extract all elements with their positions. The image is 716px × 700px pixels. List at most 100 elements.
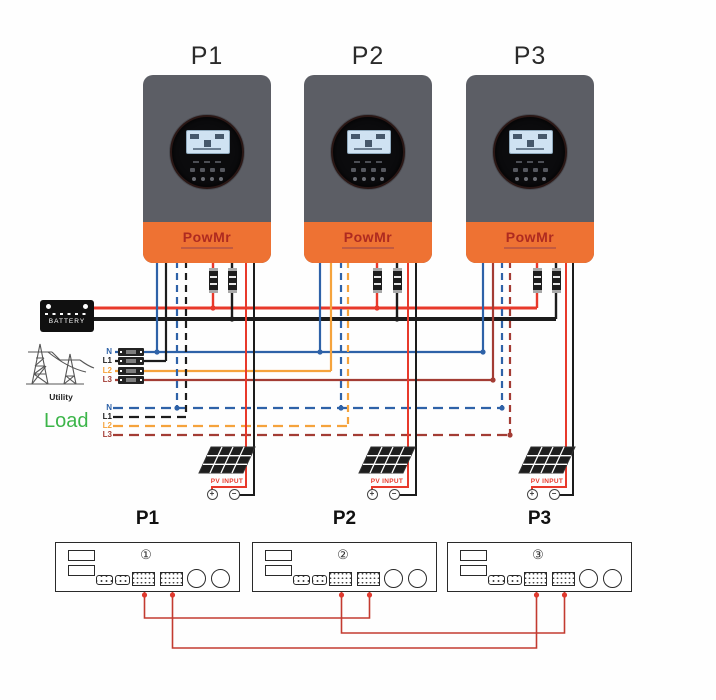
solar-panel-icon bbox=[198, 446, 256, 474]
brand-logo: PowMr bbox=[182, 229, 232, 245]
board-1-title: P1 bbox=[135, 508, 160, 529]
wire-junction-dot bbox=[338, 405, 344, 411]
pv-input-label: PV INPUT bbox=[530, 478, 564, 485]
small-connector bbox=[312, 575, 327, 585]
brand-band: PowMr bbox=[143, 222, 271, 263]
current-sharing-port bbox=[603, 569, 622, 588]
load-phase-n: N bbox=[106, 403, 112, 412]
battery-terminal-icon bbox=[46, 304, 51, 309]
current-sharing-port bbox=[408, 569, 427, 588]
comm-board-3: ③ bbox=[447, 542, 632, 592]
utility-phase-l1: L1 bbox=[102, 356, 112, 365]
small-connector bbox=[96, 575, 113, 585]
lcd-segment bbox=[351, 134, 360, 139]
pv-negative-terminal: − bbox=[228, 489, 240, 500]
display-panel bbox=[170, 115, 244, 189]
pv-input-label: PV INPUT bbox=[210, 478, 244, 485]
comm-p1-to-p3 bbox=[171, 592, 538, 649]
current-sharing-port bbox=[211, 569, 230, 588]
fuse-p1-negative bbox=[227, 268, 237, 293]
fuse-p3-negative bbox=[551, 268, 561, 293]
pylon-icon bbox=[26, 343, 95, 385]
dry-contact-slot bbox=[265, 550, 292, 561]
pv-positive-terminal: + bbox=[526, 489, 538, 500]
pv-positive-terminal: + bbox=[366, 489, 378, 500]
powmr-tagline-bar bbox=[181, 247, 233, 249]
load-phase-l3: L3 bbox=[102, 430, 112, 439]
wire-junction-dot bbox=[480, 349, 486, 355]
display-panel bbox=[493, 115, 567, 189]
breaker-l2 bbox=[118, 367, 144, 375]
board-number: ② bbox=[337, 547, 349, 562]
parallel-comm-port-1 bbox=[329, 572, 352, 586]
wire-junction-dot bbox=[490, 377, 496, 383]
indicator-row bbox=[333, 161, 403, 163]
dry-contact-slot bbox=[265, 565, 292, 576]
small-connector bbox=[115, 575, 130, 585]
comm-p2-to-p3 bbox=[340, 592, 566, 634]
parallel-comm-port-1 bbox=[524, 572, 547, 586]
lcd-segment bbox=[193, 148, 221, 150]
pv-negative-terminal: − bbox=[388, 489, 400, 500]
pv-input-1: PV INPUT + − bbox=[198, 446, 278, 506]
battery-label: BATTERY bbox=[48, 318, 86, 325]
load-phase-l2: L2 bbox=[102, 421, 112, 430]
inverter-unit-2: PowMr bbox=[304, 75, 432, 263]
inverter-2-title: P2 bbox=[351, 42, 385, 70]
load-phase-l1: L1 bbox=[102, 412, 112, 421]
brand-band: PowMr bbox=[304, 222, 432, 263]
battery-terminal-icon bbox=[83, 304, 88, 309]
comm-board-2: ② bbox=[252, 542, 437, 592]
dry-contact-slot bbox=[460, 550, 487, 561]
lcd-segment bbox=[376, 134, 385, 139]
button-labels bbox=[495, 177, 565, 181]
current-sharing-port bbox=[187, 569, 206, 588]
lcd-screen bbox=[186, 130, 230, 154]
pv-positive-terminal: + bbox=[206, 489, 218, 500]
wire-junction-dot bbox=[141, 592, 148, 598]
fuse-p1-positive bbox=[208, 268, 218, 293]
breaker-l3 bbox=[118, 376, 144, 384]
brand-logo: PowMr bbox=[505, 229, 555, 245]
fuse-p2-negative bbox=[392, 268, 402, 293]
powmr-tagline-bar bbox=[504, 247, 556, 249]
utility-phase-l2: L2 bbox=[102, 366, 112, 375]
wire-junction-dot bbox=[507, 432, 513, 438]
current-sharing-port bbox=[579, 569, 598, 588]
wire-junction-dot bbox=[338, 592, 345, 598]
wire-junction-dot bbox=[229, 316, 235, 322]
lcd-screen bbox=[347, 130, 391, 154]
solar-panel-icon bbox=[358, 446, 416, 474]
lcd-segment bbox=[365, 140, 372, 147]
wire-junction-dot bbox=[169, 592, 176, 598]
comm-p1-to-p2 bbox=[143, 592, 371, 619]
control-buttons bbox=[495, 168, 565, 172]
breaker-l1 bbox=[118, 357, 144, 365]
small-connector bbox=[293, 575, 310, 585]
breaker-n bbox=[118, 348, 144, 356]
lcd-segment bbox=[354, 148, 382, 150]
load-label: Load bbox=[44, 410, 89, 432]
wire-junction-dot bbox=[374, 305, 380, 311]
wire-junction-dot bbox=[366, 592, 373, 598]
button-labels bbox=[333, 177, 403, 181]
lcd-segment bbox=[190, 134, 199, 139]
wire-junction-dot bbox=[317, 349, 323, 355]
indicator-row bbox=[495, 161, 565, 163]
lcd-screen bbox=[509, 130, 553, 154]
wire-junction-dot bbox=[210, 305, 216, 311]
inverter-unit-3: PowMr bbox=[466, 75, 594, 263]
pv-input-3: PV INPUT + − bbox=[518, 446, 598, 506]
p1-pv-negative bbox=[239, 261, 255, 496]
inverter-3-title: P3 bbox=[513, 42, 547, 70]
wire-junction-dot bbox=[174, 405, 180, 411]
battery-cell-dashes bbox=[45, 313, 89, 315]
lcd-segment bbox=[215, 134, 224, 139]
button-labels bbox=[172, 177, 242, 181]
fuse-p2-positive bbox=[372, 268, 382, 293]
control-buttons bbox=[333, 168, 403, 172]
board-3-title: P3 bbox=[527, 508, 552, 529]
wire-junction-dot bbox=[394, 316, 400, 322]
p2-pv-negative bbox=[399, 261, 417, 496]
